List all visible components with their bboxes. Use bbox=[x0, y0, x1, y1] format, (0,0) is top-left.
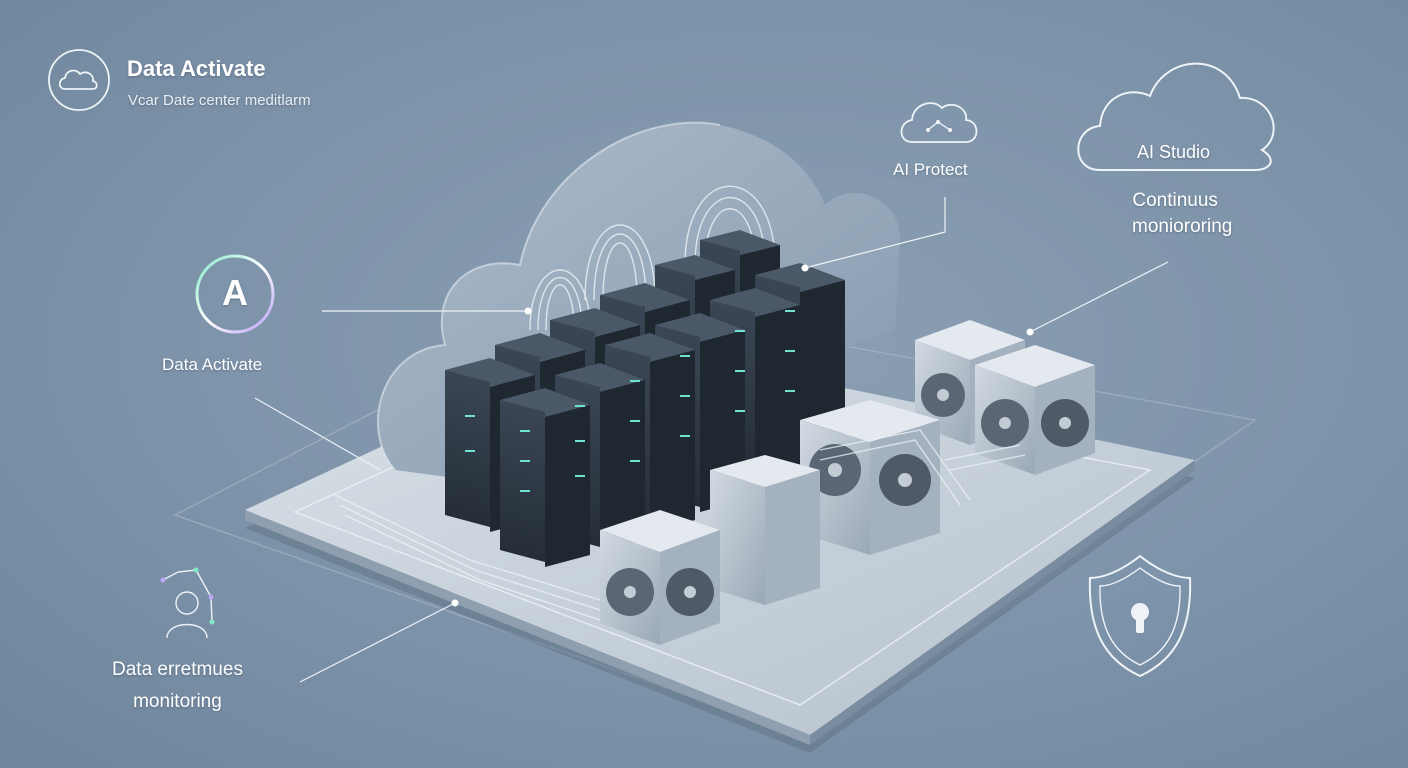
leader-dots bbox=[451, 264, 1034, 607]
cloud-icon bbox=[48, 49, 110, 111]
data-monitoring-line-2: monitoring bbox=[133, 691, 222, 712]
server-rack-row-front bbox=[445, 308, 745, 567]
fan-unit bbox=[600, 510, 720, 645]
fan-unit bbox=[800, 400, 940, 555]
rack-status-leds bbox=[465, 310, 795, 492]
cable-arcs bbox=[529, 185, 776, 331]
continuous-monitoring-label: Continuus moniororing bbox=[1118, 188, 1232, 240]
cloud-outline-icon bbox=[1077, 62, 1275, 171]
shield-lock-icon bbox=[1088, 554, 1192, 678]
data-monitoring-label: Data erretmues monitoring bbox=[112, 654, 243, 718]
brand-title: Data Activate bbox=[127, 56, 266, 81]
psu-block bbox=[710, 455, 820, 605]
letter-a-badge-icon bbox=[195, 254, 275, 334]
leader-lines bbox=[254, 197, 1169, 683]
ai-protect-label: AI Protect bbox=[893, 160, 968, 179]
cooling-unit-group bbox=[600, 320, 1095, 645]
data-activate-label: Data Activate bbox=[162, 355, 263, 374]
cloud-network-icon bbox=[900, 102, 978, 143]
floor-cables bbox=[334, 429, 1026, 621]
fan-unit bbox=[975, 345, 1095, 475]
badge-letter: A bbox=[222, 272, 248, 313]
person-network-icon bbox=[160, 567, 215, 639]
data-monitoring-line-1: Data erretmues bbox=[112, 659, 243, 680]
ai-studio-label: AI Studio bbox=[1137, 142, 1211, 162]
continuous-line-2: moniororing bbox=[1132, 216, 1233, 237]
continuous-line-1: Continuus bbox=[1132, 190, 1218, 211]
brand-tagline: Vcar Date center meditlarm bbox=[128, 92, 311, 109]
